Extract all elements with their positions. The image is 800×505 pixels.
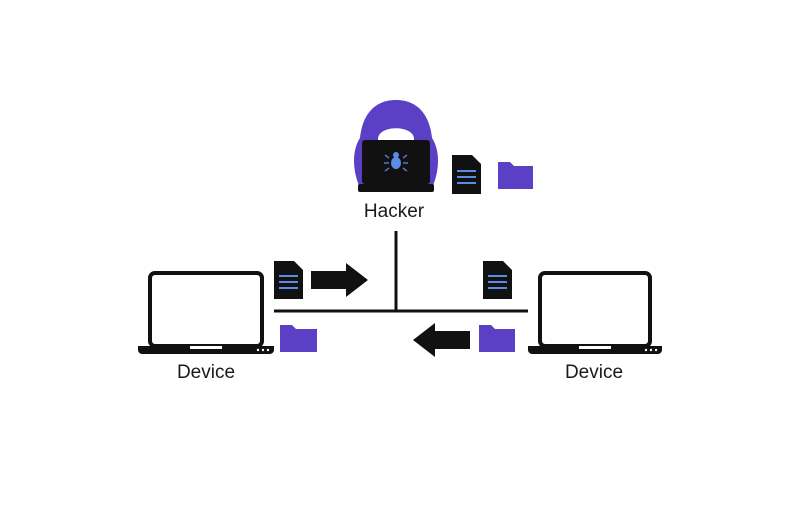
hacker-icon [354,100,438,192]
device-right-label: Device [564,362,624,383]
folder-icon [280,325,317,352]
document-icon [452,155,481,194]
bug-icon [384,152,408,172]
folder-icon [498,162,533,189]
device-left-label: Device [176,362,236,383]
laptop-icon [138,271,274,354]
folder-icon [479,325,515,352]
arrow-right-icon [311,263,368,297]
document-icon [483,261,512,299]
document-icon [274,261,303,299]
arrow-left-icon [413,323,470,357]
hacker-label: Hacker [363,201,425,222]
laptop-icon [528,271,662,354]
